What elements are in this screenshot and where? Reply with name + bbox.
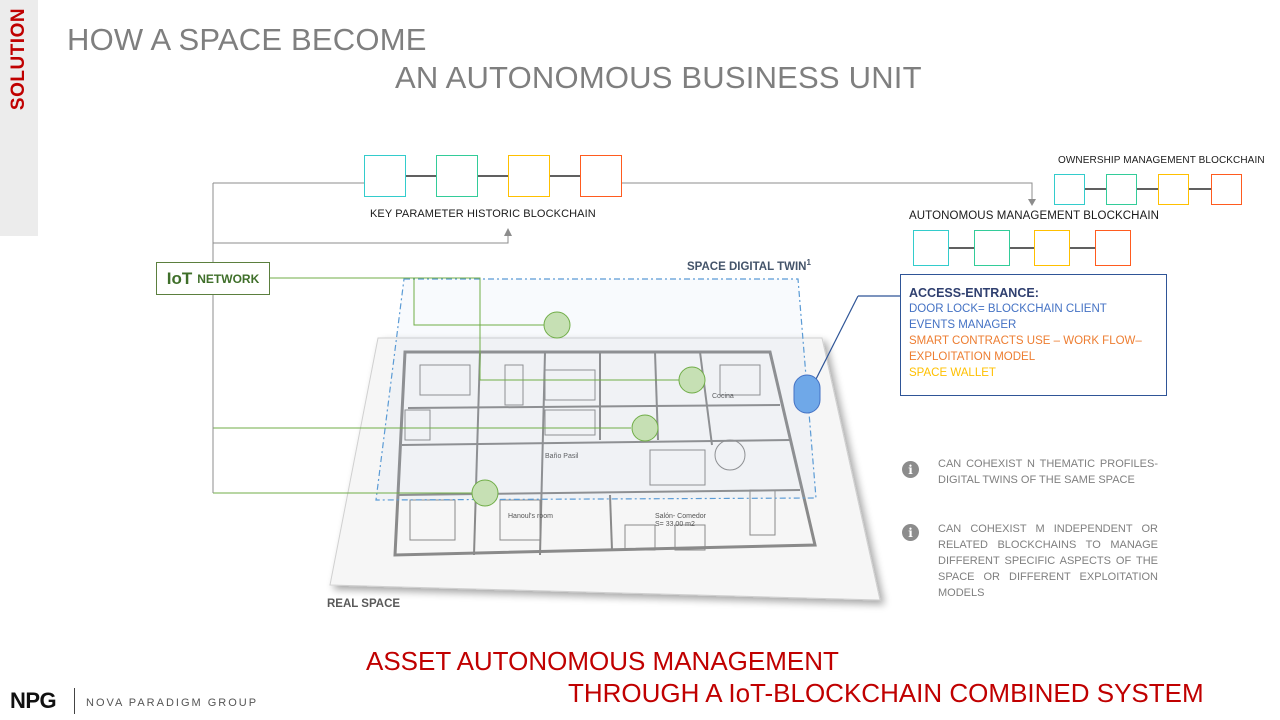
side-tab xyxy=(0,0,38,236)
key-chain-label: KEY PARAMETER HISTORIC BLOCKCHAIN xyxy=(370,208,596,220)
autonomous-block-4 xyxy=(1095,230,1131,266)
iot-sensor xyxy=(471,479,499,507)
blockchain-feed-lines xyxy=(212,182,1033,493)
iot-network-lines xyxy=(213,277,679,494)
digital-twin-label: SPACE DIGITAL TWIN1 xyxy=(687,258,811,273)
note-thematic-profiles: CAN COHEXIST N THEMATIC PROFILES- DIGITA… xyxy=(938,458,1158,486)
ownership-block-4 xyxy=(1211,174,1242,205)
digital-twin-outline xyxy=(375,278,817,501)
autonomous-block-3 xyxy=(1034,230,1070,266)
ownership-block-2 xyxy=(1106,174,1137,205)
plan-label-room: Hanoul's room xyxy=(508,513,553,520)
arrow-to-ownership xyxy=(1028,199,1036,206)
access-events-manager: EVENTS MANAGER xyxy=(909,319,1017,331)
npg-logo: NPG xyxy=(10,688,57,713)
iot-sensor xyxy=(631,414,659,442)
title-line-2: AN AUTONOMOUS BUSINESS UNIT xyxy=(395,60,922,95)
key-chain-block-3 xyxy=(508,155,550,197)
autonomous-block-2 xyxy=(974,230,1010,266)
plan-label-living: Salón- Comedor xyxy=(655,513,707,520)
info-icon: i xyxy=(902,524,919,541)
note-independent-blockchains: CAN COHEXIST M INDEPENDENT OR RELATED BL… xyxy=(938,523,1158,599)
access-heading: ACCESS-ENTRANCE: xyxy=(909,286,1039,300)
ownership-block-1 xyxy=(1054,174,1085,205)
digital-twin-label-text: SPACE DIGITAL TWIN xyxy=(687,260,807,273)
iot-sensor xyxy=(678,366,706,394)
real-space-sheet xyxy=(329,337,881,601)
ownership-block-3 xyxy=(1158,174,1189,205)
real-space-label: REAL SPACE xyxy=(327,598,401,610)
access-entrance-callout: ACCESS-ENTRANCE: DOOR LOCK= BLOCKCHAIN C… xyxy=(900,274,1167,396)
key-chain-block-2 xyxy=(436,155,478,197)
key-chain-block-1 xyxy=(364,155,406,197)
plan-label-kitchen: Cocina xyxy=(712,393,734,400)
title-line-1: HOW A SPACE BECOME xyxy=(67,22,427,57)
iot-label: IoT xyxy=(166,268,193,288)
door-lock xyxy=(793,374,821,414)
tagline-line-1: ASSET AUTONOMOUS MANAGEMENT xyxy=(366,646,839,676)
access-exploitation-model: EXPLOITATION MODEL xyxy=(909,351,1036,363)
iot-sensor xyxy=(543,311,571,339)
access-space-wallet: SPACE WALLET xyxy=(909,367,996,379)
tagline-line-2: THROUGH A IoT-BLOCKCHAIN COMBINED SYSTEM xyxy=(568,678,1204,708)
digital-twin-footnote: 1 xyxy=(806,258,811,267)
access-door-lock: DOOR LOCK= BLOCKCHAIN CLIENT xyxy=(909,303,1107,315)
iot-sensors xyxy=(471,311,706,507)
arrow-to-key-chain xyxy=(504,228,512,236)
key-chain-block-4 xyxy=(580,155,622,197)
iot-network-box: IoT NETWORK xyxy=(156,262,270,295)
info-icon: i xyxy=(902,461,919,478)
ownership-chain-label: OWNERSHIP MANAGEMENT BLOCKCHAIN xyxy=(1058,155,1265,166)
floor-plan xyxy=(393,350,817,557)
access-smart-contracts: SMART CONTRACTS USE – WORK FLOW– xyxy=(909,335,1142,347)
autonomous-block-1 xyxy=(913,230,949,266)
plan-label-bath: Baño Pasil xyxy=(545,453,579,460)
autonomous-chain-label: AUTONOMOUS MANAGEMENT BLOCKCHAIN xyxy=(909,210,1160,222)
plan-label-living-area: S= 33.00 m2 xyxy=(655,521,695,528)
company-name: NOVA PARADIGM GROUP xyxy=(86,697,259,709)
door-lock-pointer xyxy=(810,295,859,390)
iot-network-label: NETWORK xyxy=(197,271,260,286)
logo-divider xyxy=(74,688,75,714)
